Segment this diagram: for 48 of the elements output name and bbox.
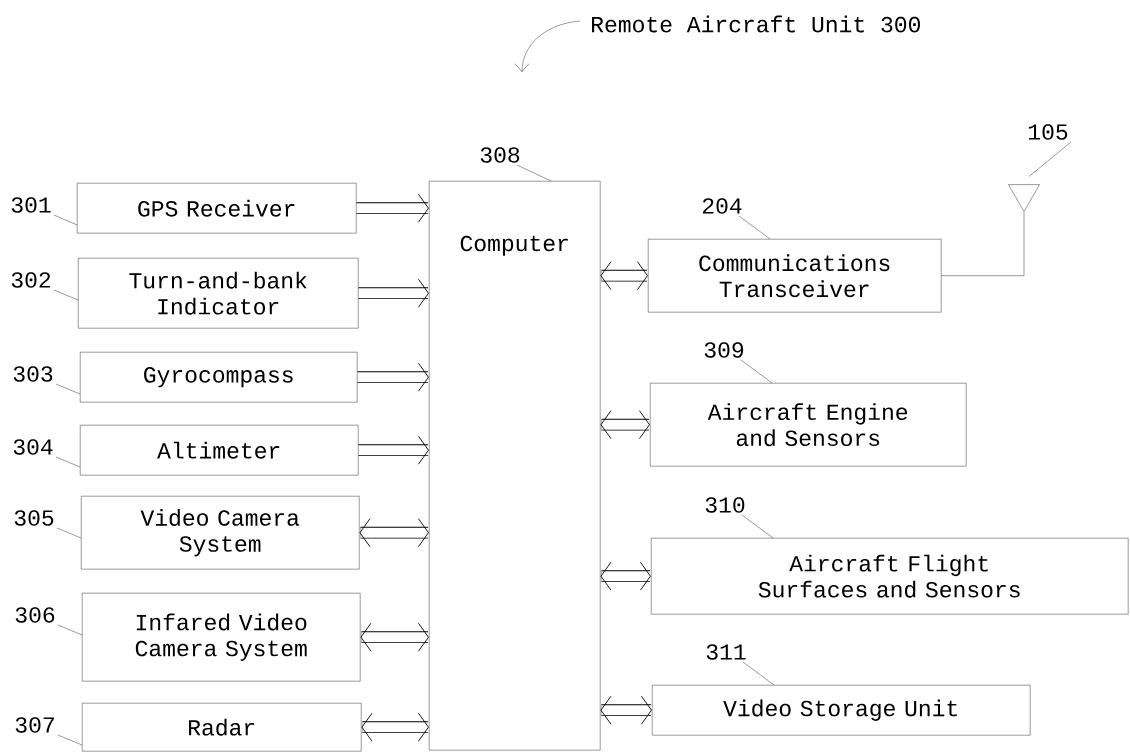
double-arrow [357,362,429,392]
leader-line [57,624,83,636]
block-box: Infared Video Camera System [82,592,361,682]
leader-line [53,214,78,226]
block-box: Altimeter [80,425,359,476]
block-box: Turn-and-bank Indicator [78,258,359,329]
leader-line [742,661,775,686]
double-arrow [361,712,429,742]
double-arrow [358,278,429,308]
leader-line [740,359,773,384]
block-box: Video Camera System [81,496,360,570]
computer-box: Computer [429,181,601,751]
reference-number: 307 [15,717,54,733]
reference-number: 306 [15,607,55,623]
antenna-symbol [1008,184,1040,212]
double-arrow [359,518,429,548]
leader-line [738,215,771,240]
title: Remote Aircraft Unit 300 [592,15,920,33]
reference-number: 311 [706,644,746,660]
block-box: Aircraft Flight Surfaces and Sensors [651,538,1129,615]
leader-line [55,456,81,468]
reference-number: 305 [14,510,54,526]
reference-number: 308 [480,147,520,163]
reference-number: 204 [702,198,742,214]
block-box: Radar [82,702,362,752]
reference-number: 301 [11,197,51,213]
reference-number: 310 [705,497,745,513]
leader-line [1029,141,1072,177]
leader-line [53,289,79,301]
reference-number: 309 [704,342,744,358]
leader-line [56,527,82,539]
block-box: Aircraft Engine and Sensors [650,383,967,467]
block-box: GPS Receiver [77,183,357,234]
block-box: Gyrocompass [80,352,358,403]
reference-number: 303 [13,366,53,382]
leader-line [741,514,774,539]
double-arrow [358,435,429,465]
connector-line [941,211,1025,276]
reference-number: 105 [1028,124,1068,140]
double-arrow [360,622,429,652]
double-arrow [356,193,429,223]
reference-number: 302 [11,272,51,288]
leader-line [516,164,552,182]
block-box: Video Storage Unit [652,685,1031,736]
reference-number: 304 [13,439,53,455]
leader-line [57,734,83,746]
block-box: Communications Transceiver [648,239,942,313]
leader-line [55,383,81,395]
